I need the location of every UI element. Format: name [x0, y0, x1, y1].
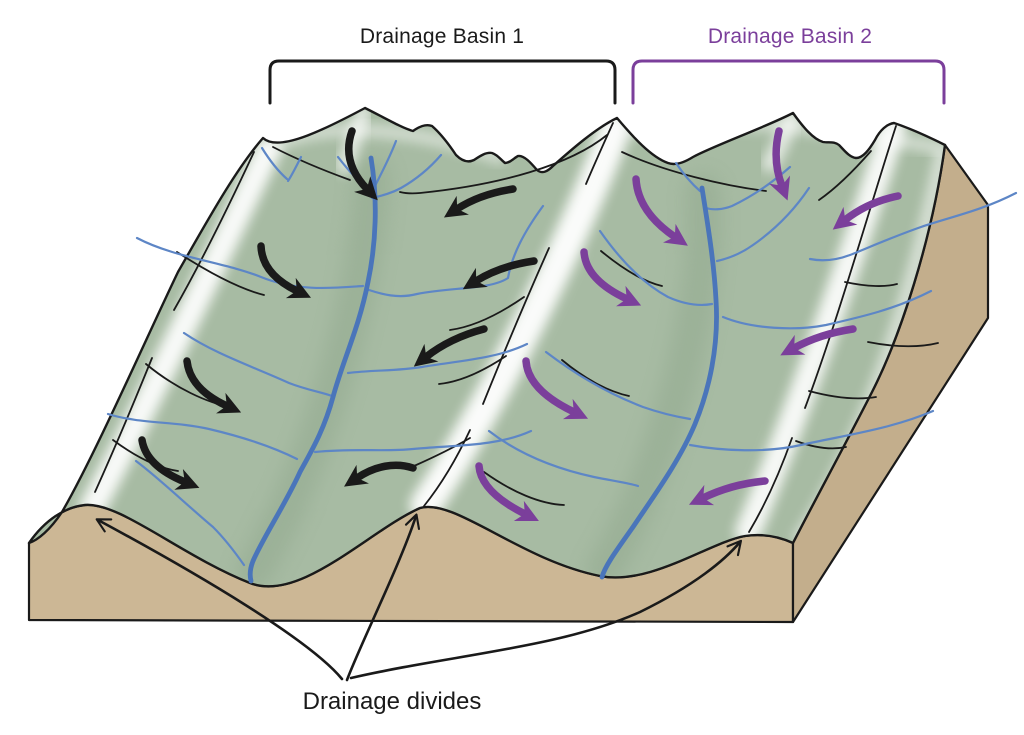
tributary: [674, 161, 702, 193]
flow-arrow: [769, 127, 791, 201]
divides-label: Drainage divides: [303, 688, 482, 715]
tributary: [106, 412, 299, 461]
tributary: [313, 429, 533, 454]
flow-arrow: [580, 248, 642, 307]
tributary: [598, 229, 714, 306]
flow-arrows-basin2: [475, 127, 902, 521]
tributary: [370, 153, 443, 200]
flow-arrow: [413, 325, 488, 367]
tributary: [134, 459, 246, 567]
divide-pointer-arrow: [95, 518, 344, 681]
tributary: [688, 409, 935, 452]
flow-arrow: [522, 357, 589, 420]
tributary: [346, 342, 529, 375]
divide-pointer-arrow: [345, 513, 421, 682]
main-river-basin2: [599, 185, 719, 580]
flow-arrow: [183, 357, 242, 414]
tributary: [286, 155, 303, 183]
flow-arrow: [688, 477, 769, 506]
main-river-basin1: [247, 155, 378, 584]
flow-arrow: [475, 462, 539, 521]
flow-arrow: [780, 325, 857, 356]
flow-arrow: [443, 185, 517, 218]
tributary: [544, 350, 692, 421]
flow-arrow: [345, 127, 378, 201]
basin1-label: Drainage Basin 1: [360, 25, 524, 48]
flow-arrow: [632, 175, 688, 246]
flow-arrow: [257, 242, 311, 299]
tributary: [808, 191, 1018, 262]
flow-arrow: [832, 192, 902, 230]
flow-arrows-basin1: [138, 127, 538, 490]
tributary: [260, 146, 289, 181]
tributary: [715, 186, 811, 263]
flow-arrow: [344, 461, 417, 487]
flow-arrow: [138, 436, 200, 490]
basin1-bracket: [268, 59, 617, 105]
flow-arrow: [462, 257, 538, 290]
tributary: [721, 289, 933, 330]
divide-pointer-arrows: [95, 513, 743, 682]
basin2-label: Drainage Basin 2: [708, 25, 872, 48]
tributary: [182, 331, 334, 398]
tributary: [135, 236, 365, 290]
tributary: [487, 429, 640, 488]
river-network-basin2: [487, 161, 1018, 580]
divide-pointer-arrow: [349, 539, 743, 680]
basin2-bracket: [631, 59, 946, 105]
